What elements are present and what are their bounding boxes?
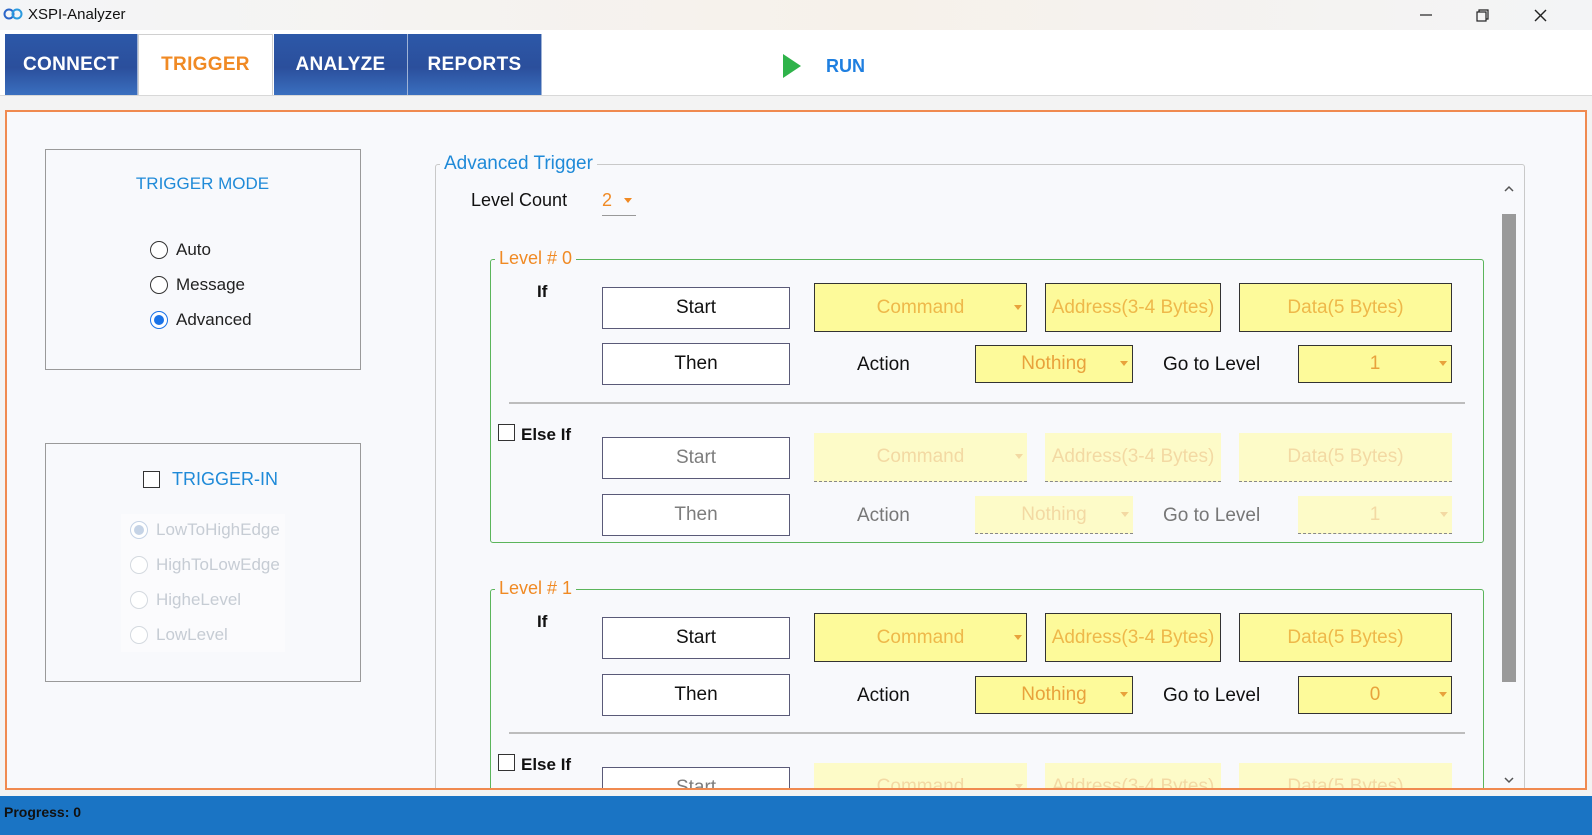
- radio-selected-icon: [150, 311, 168, 329]
- run-label: RUN: [826, 55, 865, 76]
- else-start-button[interactable]: Start: [602, 437, 790, 479]
- start-button[interactable]: Start: [602, 287, 790, 329]
- tab-connect[interactable]: CONNECT: [5, 34, 138, 95]
- action-select[interactable]: Nothing: [975, 676, 1133, 714]
- level-1-group: Level # 1 If Start Command Address(3-4 B…: [490, 578, 1484, 788]
- high-to-low-edge-radio[interactable]: HighToLowEdge: [130, 553, 285, 577]
- command-select[interactable]: Command: [814, 283, 1027, 332]
- tab-reports[interactable]: REPORTS: [408, 34, 542, 95]
- else-if-label: Else If: [521, 425, 572, 444]
- if-label: If: [537, 612, 548, 631]
- play-icon: [783, 54, 801, 78]
- radio-icon: [150, 276, 168, 294]
- title-bar: [0, 0, 1592, 30]
- action-label: Action: [857, 685, 910, 706]
- level-0-label: Level # 0: [495, 248, 577, 269]
- mode-auto-radio[interactable]: Auto: [150, 238, 252, 262]
- level-count-select[interactable]: 2: [602, 190, 636, 216]
- else-start-button[interactable]: Start: [602, 767, 790, 788]
- mode-auto-label: Auto: [176, 240, 211, 259]
- run-button[interactable]: RUN: [782, 50, 865, 82]
- advanced-trigger-title: Advanced Trigger: [440, 153, 597, 175]
- app-logo-icon: [3, 8, 23, 20]
- scroll-up-icon[interactable]: [1498, 178, 1520, 198]
- else-action-select[interactable]: Nothing: [975, 496, 1133, 534]
- else-data-field[interactable]: Data(5 Bytes): [1239, 433, 1452, 482]
- minimize-icon: [1420, 14, 1432, 16]
- radio-icon: [130, 591, 148, 609]
- else-goto-level-label: Go to Level: [1163, 505, 1261, 526]
- mode-message-label: Message: [176, 275, 245, 294]
- level-count-value: 2: [602, 190, 613, 210]
- scrollbar-thumb[interactable]: [1502, 214, 1516, 682]
- else-goto-level-select[interactable]: 1: [1298, 496, 1452, 534]
- low-level-radio[interactable]: LowLevel: [130, 623, 285, 647]
- close-icon: [1534, 9, 1546, 21]
- progress-text: Progress: 0: [4, 804, 82, 820]
- else-command-select[interactable]: Command: [814, 763, 1027, 788]
- command-select[interactable]: Command: [814, 613, 1027, 662]
- level-count-label: Level Count: [471, 190, 568, 210]
- level-1-label: Level # 1: [495, 578, 577, 599]
- trigger-mode-title: TRIGGER MODE: [135, 174, 270, 193]
- trigger-in-box: TRIGGER-IN LowToHighEdge HighToLowEdge H…: [45, 443, 361, 682]
- minimize-button[interactable]: [1403, 0, 1449, 30]
- scroll-down-icon[interactable]: [1498, 770, 1520, 788]
- low-level-label: LowLevel: [156, 625, 228, 644]
- else-if-checkbox[interactable]: [498, 754, 515, 771]
- close-button[interactable]: [1517, 0, 1563, 30]
- else-address-field[interactable]: Address(3-4 Bytes): [1045, 433, 1221, 482]
- divider: [509, 732, 1465, 734]
- trigger-mode-box: TRIGGER MODE Auto Message Advanced: [45, 149, 361, 370]
- if-label: If: [537, 282, 548, 301]
- else-if-label: Else If: [521, 755, 572, 774]
- goto-level-label: Go to Level: [1163, 685, 1261, 706]
- tab-analyze[interactable]: ANALYZE: [274, 34, 408, 95]
- vertical-scrollbar[interactable]: [1498, 178, 1520, 788]
- high-to-low-edge-label: HighToLowEdge: [156, 555, 280, 574]
- trigger-panel: TRIGGER MODE Auto Message Advanced TRIGG…: [5, 110, 1587, 790]
- else-then-button[interactable]: Then: [602, 494, 790, 536]
- chevron-down-icon: [624, 198, 632, 203]
- goto-level-select[interactable]: 1: [1298, 345, 1452, 383]
- then-button[interactable]: Then: [602, 343, 790, 385]
- radio-icon: [130, 556, 148, 574]
- advanced-trigger-group: Advanced Trigger Level Count 2 Level # 0…: [435, 153, 1525, 788]
- start-button[interactable]: Start: [602, 617, 790, 659]
- goto-level-select[interactable]: 0: [1298, 676, 1452, 714]
- action-label: Action: [857, 354, 910, 375]
- else-data-field[interactable]: Data(5 Bytes): [1239, 763, 1452, 788]
- radio-icon: [150, 241, 168, 259]
- low-to-high-edge-label: LowToHighEdge: [156, 520, 280, 539]
- action-select[interactable]: Nothing: [975, 345, 1133, 383]
- goto-level-label: Go to Level: [1163, 354, 1261, 375]
- else-address-field[interactable]: Address(3-4 Bytes): [1045, 763, 1221, 788]
- else-if-checkbox[interactable]: [498, 424, 515, 441]
- else-command-select[interactable]: Command: [814, 433, 1027, 482]
- else-action-label: Action: [857, 505, 910, 526]
- mode-advanced-radio[interactable]: Advanced: [150, 308, 252, 332]
- restore-icon: [1475, 8, 1489, 22]
- data-field[interactable]: Data(5 Bytes): [1239, 613, 1452, 662]
- status-bar: [0, 796, 1592, 835]
- radio-icon: [130, 626, 148, 644]
- window-title: XSPI-Analyzer: [28, 6, 126, 23]
- restore-button[interactable]: [1459, 0, 1505, 30]
- mode-message-radio[interactable]: Message: [150, 273, 252, 297]
- low-to-high-edge-radio[interactable]: LowToHighEdge: [130, 518, 285, 542]
- then-button[interactable]: Then: [602, 674, 790, 716]
- divider: [509, 402, 1465, 404]
- high-level-label: HigheLevel: [156, 590, 242, 609]
- trigger-in-checkbox[interactable]: [143, 471, 160, 488]
- trigger-in-label: TRIGGER-IN: [172, 469, 278, 489]
- data-field[interactable]: Data(5 Bytes): [1239, 283, 1452, 332]
- mode-advanced-label: Advanced: [176, 310, 252, 329]
- radio-selected-icon: [130, 521, 148, 539]
- tab-trigger[interactable]: TRIGGER: [138, 34, 273, 95]
- address-field[interactable]: Address(3-4 Bytes): [1045, 283, 1221, 332]
- address-field[interactable]: Address(3-4 Bytes): [1045, 613, 1221, 662]
- level-0-group: Level # 0 If Start Command Address(3-4 B…: [490, 248, 1484, 543]
- high-level-radio[interactable]: HigheLevel: [130, 588, 285, 612]
